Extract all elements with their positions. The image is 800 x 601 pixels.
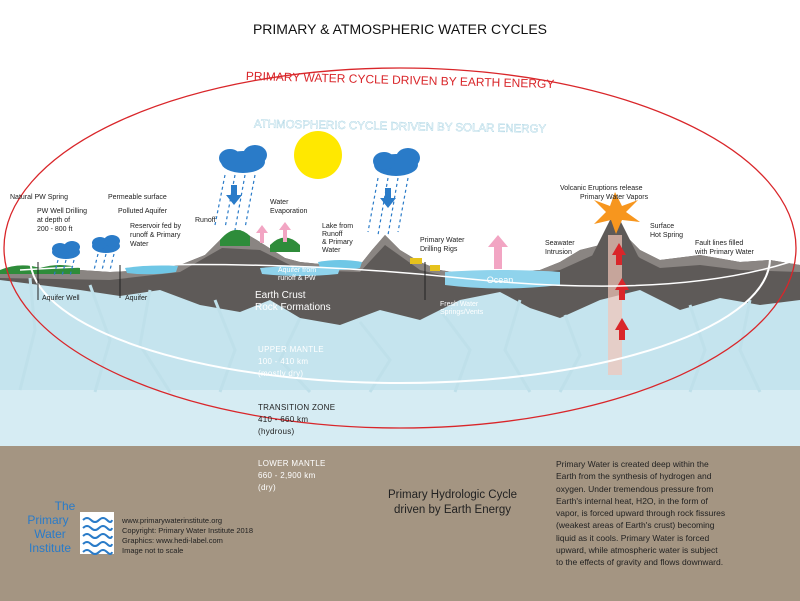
layer-lower-mantle-3: (dry) (258, 483, 276, 492)
credit-scale-note: Image not to scale (122, 546, 184, 555)
label-lake-2: Runoff (322, 231, 343, 238)
hydrologic-caption-line-1: Primary Hydrologic Cycle (387, 489, 518, 501)
primary-cycle-ellipse (3, 67, 797, 429)
cloud-icon (373, 148, 420, 176)
page-title: PRIMARY & ATMOSPHERIC WATER CYCLES (253, 21, 547, 37)
label-lake-4: Water (322, 247, 341, 254)
well-line (37, 262, 426, 300)
atmospheric-cycle-ellipse (29, 132, 771, 384)
label-aquifer-runoff-1: Aquifer from (278, 267, 316, 274)
label-drilling-rigs-2: Drilling Rigs (420, 246, 458, 253)
rock-fissures (18, 277, 762, 394)
evaporation-arrow-icon (256, 222, 508, 269)
label-volcanic-2: Primary Water Vapors (580, 194, 649, 201)
description-line: Primary Water is created deep within the (556, 459, 709, 469)
label-water-evaporation-2: Evaporation (270, 208, 307, 215)
label-reservoir-3: Water (130, 241, 149, 248)
description-line: vapor, is forced upward through rock fis… (556, 508, 726, 519)
label-lake-1: Lake from (322, 223, 353, 230)
layer-lower-mantle-2: 660 - 2,900 km (258, 471, 316, 480)
label-reservoir-1: Reservoir fed by (130, 223, 181, 230)
credit-copyright: Copyright: Primary Water Institute 2018 (122, 526, 254, 535)
credit-website: www.primarywaterinstitute.org (122, 516, 223, 525)
description-line: upward, while atmospheric water is subje… (556, 545, 718, 556)
cloud-icon (52, 241, 80, 259)
label-seawater-2: Intrusion (545, 249, 572, 256)
label-pw-well-drilling-2: at depth of (37, 217, 70, 224)
label-seawater-1: Seawater (545, 240, 575, 247)
layer-upper-mantle-1: UPPER MANTLE (258, 345, 324, 354)
label-aquifer-well: Aquifer Well (42, 295, 80, 302)
description-block: Primary Water is created deep within the… (556, 458, 796, 569)
label-water-evaporation-1: Water (270, 199, 289, 206)
label-fault-lines-1: Fault lines filled (695, 240, 743, 247)
cloud-icon (92, 235, 120, 253)
description-line: Earth's internal heat, H2O, in the form … (556, 495, 708, 506)
label-permeable-surface: Permeable surface (108, 194, 167, 201)
layer-upper-mantle-2: 100 - 410 km (258, 357, 308, 366)
credits-block: www.primarywaterinstitute.org Copyright:… (122, 516, 253, 556)
label-reservoir-2: runoff & Primary (130, 232, 181, 239)
logo-text-3: Water (34, 527, 66, 541)
layer-transition-2: 410 - 660 km (258, 415, 308, 424)
aquifer-band (260, 266, 340, 276)
drilling-rig-icon (410, 258, 440, 271)
institute-logo: The Primary Water Institute (27, 499, 114, 555)
hydrologic-caption: Primary Hydrologic Cycle driven by Earth… (370, 488, 535, 518)
description-line: Earth from the synthesis of hydrogen and (556, 471, 712, 482)
hydrologic-caption-line-2: driven by Earth Energy (394, 504, 511, 516)
credit-graphics: Graphics: www.hedi-label.com (122, 536, 223, 545)
label-fresh-water-1: Fresh Water (440, 301, 479, 308)
layer-upper-mantle-3: (mostly dry) (258, 369, 303, 378)
ground-surface (0, 230, 800, 282)
label-natural-pw-spring: Natural PW Spring (10, 194, 68, 201)
layer-transition-1: TRANSITION ZONE (258, 403, 335, 412)
cloud-icon (219, 145, 267, 173)
label-polluted-aquifer: Polluted Aquifer (118, 208, 168, 215)
layer-transition-3: (hydrous) (258, 427, 295, 436)
description-line: oxygen. Under tremendous pressure from (556, 483, 714, 494)
description-line: (weakest areas of Earth's crust) becomin… (556, 520, 715, 531)
magma-conduit (608, 235, 622, 375)
label-volcanic-1: Volcanic Eruptions release (560, 185, 643, 192)
label-lake-3: & Primary (322, 239, 353, 246)
volcanic-eruption (594, 192, 640, 234)
label-runoff: Runoff (195, 217, 216, 224)
label-aquifer: Aquifer (125, 295, 148, 302)
upward-red-arrows (612, 243, 629, 340)
label-pw-well-drilling-3: 200 - 800 ft (37, 226, 72, 233)
surface-flow-line (19, 261, 791, 287)
label-drilling-rigs-1: Primary Water (420, 237, 465, 244)
reservoir-water (125, 265, 178, 275)
label-fault-lines-2: with Primary Water (694, 249, 755, 256)
label-fresh-water-2: Springs/Vents (440, 309, 484, 316)
logo-text-2: Primary (27, 513, 68, 527)
layer-earth-crust-2: Rock Formations (255, 302, 331, 313)
lower-mantle-band (0, 446, 800, 601)
rain-icon (53, 174, 409, 277)
layer-earth-crust-1: Earth Crust (255, 290, 306, 301)
atmospheric-cycle-label: ATHMOSPHERIC CYCLE DRIVEN BY SOLAR ENERG… (254, 118, 547, 135)
description-line: to the effects of gravity and flows down… (556, 557, 724, 568)
description-line: liquid as it cools. Primary Water is for… (556, 532, 710, 543)
layer-lower-mantle-1: LOWER MANTLE (258, 459, 326, 468)
sun-icon (294, 131, 342, 179)
label-pw-well-drilling-1: PW Well Drilling (37, 208, 87, 215)
logo-text-1: The (55, 499, 76, 513)
label-hot-spring-2: Hot Spring (650, 232, 683, 239)
label-aquifer-runoff-2: runoff & PW (278, 275, 316, 282)
label-ocean: Ocean (487, 275, 514, 285)
logo-text-4: Institute (29, 541, 71, 555)
label-hot-spring-1: Surface (650, 223, 674, 230)
transition-zone-band (0, 390, 800, 446)
rain-arrow-icon (226, 185, 396, 208)
